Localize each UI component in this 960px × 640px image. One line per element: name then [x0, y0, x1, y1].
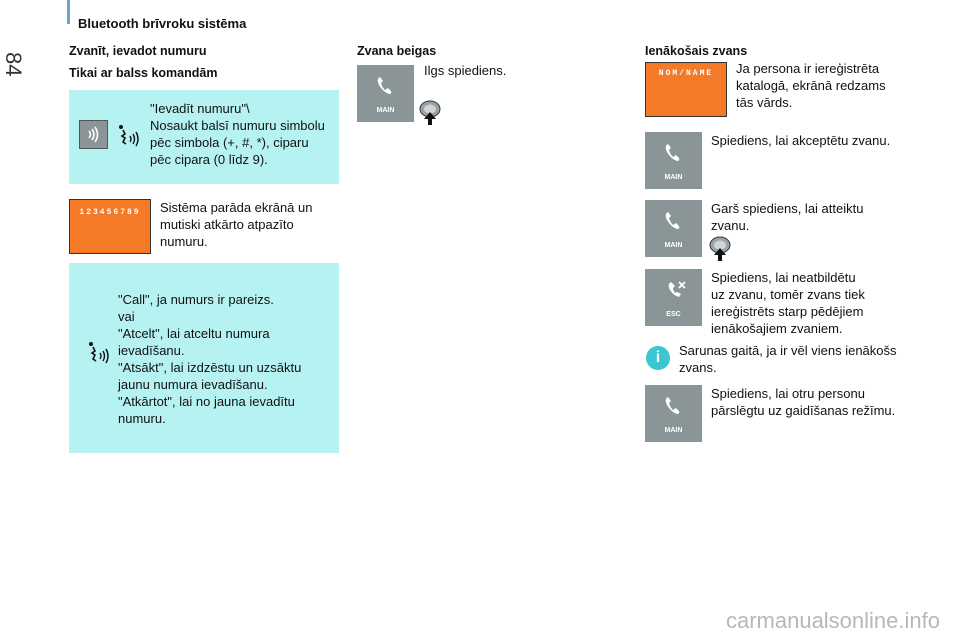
- phone-handset-icon: [665, 212, 680, 229]
- main-button-label: MAIN: [664, 242, 683, 249]
- long-press-icon: [709, 236, 731, 261]
- col3-heading: Ienākošais zvans: [645, 44, 748, 58]
- esc-button-label: ESC: [666, 311, 681, 318]
- main-button-accept[interactable]: MAIN: [645, 132, 702, 189]
- main-button-reject[interactable]: MAIN: [645, 200, 702, 257]
- page-number: 84: [1, 52, 26, 77]
- name-display-description: Ja persona ir iereģistrēta katalogā, ekr…: [736, 61, 886, 110]
- main-button-label: MAIN: [664, 427, 683, 434]
- main-button-label: MAIN: [664, 174, 683, 181]
- col3-info-text: Sarunas gaitā, ja ir vēl viens ienākošs …: [679, 343, 897, 375]
- main-button-label: MAIN: [376, 107, 395, 114]
- voice-box-1-text: "Ievadīt numuru"\ Nosaukt balsī numuru s…: [150, 101, 325, 167]
- name-display: NOM/NAME: [645, 62, 727, 117]
- col1-heading: Zvanīt, ievadot numuru: [69, 44, 207, 58]
- voice-command-box-2: "Call", ja numurs ir pareizs. vai "Atcel…: [69, 263, 339, 453]
- voice-button-icon: [79, 120, 108, 149]
- col3-step4-text: Spiediens, lai otru personu pārslēgtu uz…: [711, 386, 896, 418]
- number-display: 123456789: [69, 199, 151, 254]
- col3-step3-text: Spiediens, lai neatbildētu uz zvanu, tom…: [711, 270, 865, 336]
- col1-subheading: Tikai ar balss komandām: [69, 66, 218, 80]
- phone-handset-icon: [377, 77, 392, 94]
- phone-handset-icon: [665, 144, 680, 161]
- col2-step1-text: Ilgs spiediens.: [424, 63, 507, 78]
- col3-step2-text: Garš spiediens, lai atteiktu zvanu.: [711, 201, 864, 233]
- info-icon: i: [646, 346, 670, 370]
- speaking-head-icon: [119, 125, 139, 147]
- col2-heading: Zvana beigas: [357, 44, 437, 58]
- display-name-label: NOM/NAME: [658, 69, 714, 78]
- phone-hangup-icon: [668, 281, 686, 297]
- sound-waves-icon: [88, 126, 99, 143]
- section-title: Bluetooth brīvroku sistēma: [78, 16, 247, 31]
- voice-box-2-text: "Call", ja numurs ir pareizs. vai "Atcel…: [118, 292, 302, 426]
- long-press-icon: [419, 100, 441, 125]
- main-button[interactable]: MAIN: [357, 65, 414, 122]
- phone-handset-icon: [665, 397, 680, 414]
- watermark: carmanualsonline.info: [725, 608, 940, 633]
- col3-step1-text: Spiediens, lai akceptētu zvanu.: [711, 133, 891, 148]
- display-description: Sistēma parāda ekrānā un mutiski atkārto…: [160, 200, 313, 249]
- main-button-hold[interactable]: MAIN: [645, 385, 702, 442]
- voice-command-box-1: "Ievadīt numuru"\ Nosaukt balsī numuru s…: [69, 90, 339, 184]
- display-digits: 123456789: [79, 208, 141, 217]
- esc-button[interactable]: ESC: [645, 269, 702, 326]
- speaking-head-icon: [89, 342, 109, 364]
- header-accent-bar: [67, 0, 70, 24]
